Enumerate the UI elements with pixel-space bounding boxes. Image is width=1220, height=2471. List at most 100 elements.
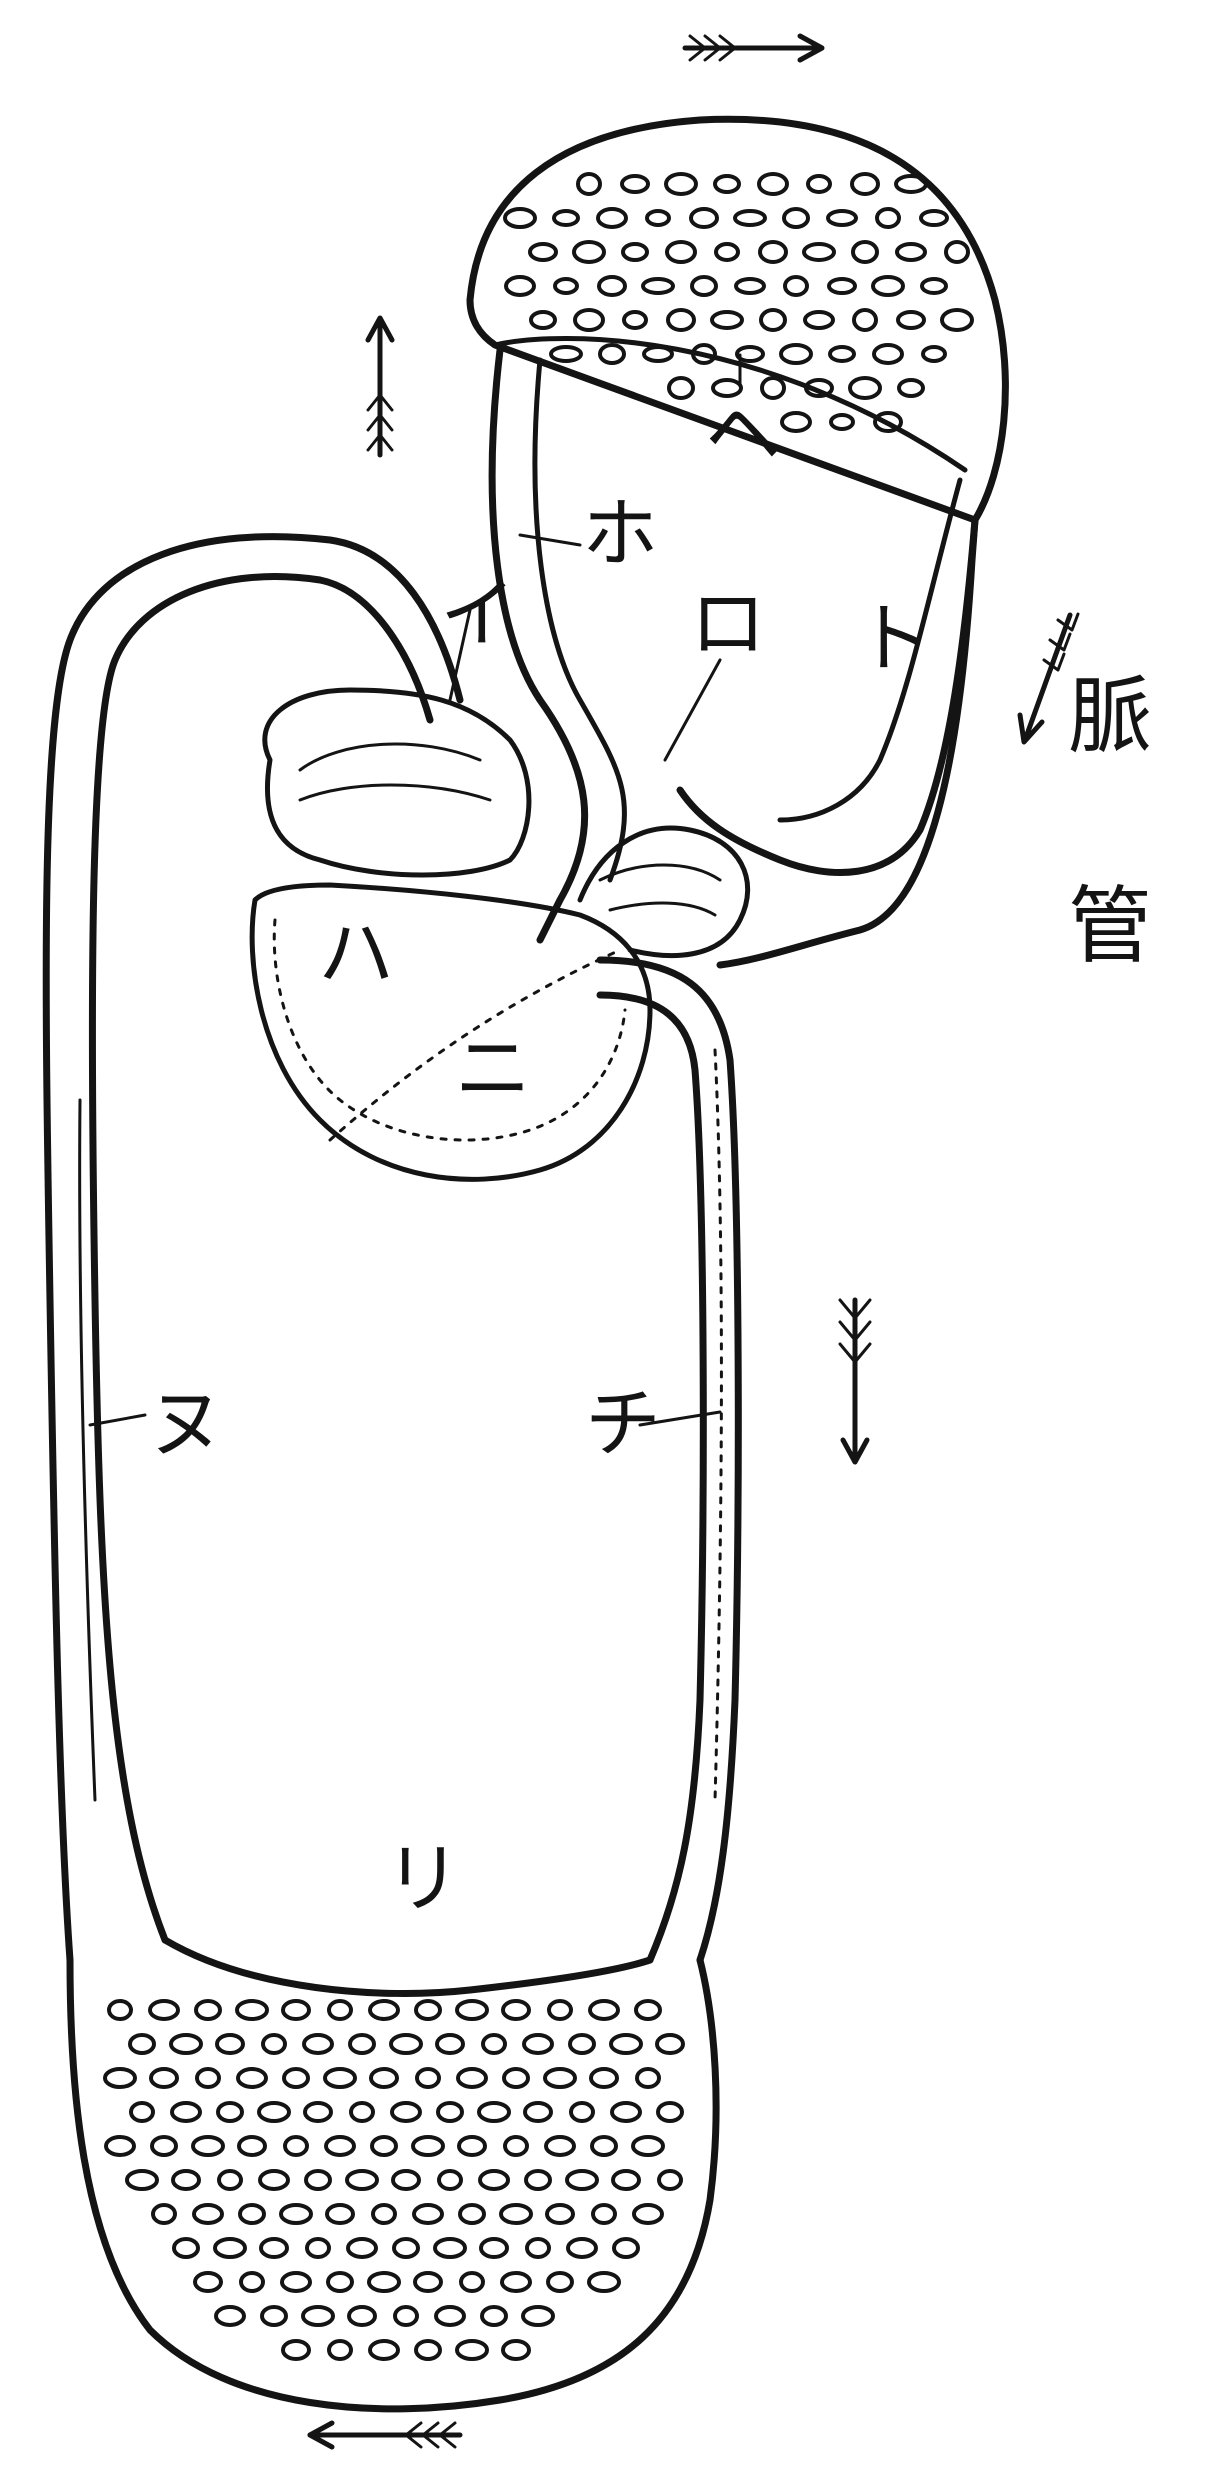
arrow-up-icon [368, 318, 392, 455]
capillary-cell [370, 2341, 398, 2359]
capillary-cell [394, 2239, 418, 2257]
capillary-cell [459, 2137, 485, 2155]
capillary-cell [877, 209, 899, 227]
capillary-cell [305, 2103, 331, 2121]
capillary-cell [804, 244, 834, 260]
lower-capillary-network [70, 1940, 716, 2409]
capillary-cell [761, 310, 785, 330]
capillary-cell [262, 2307, 286, 2325]
capillary-cell [921, 211, 947, 225]
capillary-cell [283, 2001, 309, 2019]
capillary-cell [349, 2307, 375, 2325]
capillary-cell [307, 2239, 329, 2257]
capillary-cell [372, 2137, 396, 2155]
capillary-cell [592, 2137, 616, 2155]
capillary-cell [106, 2137, 134, 2155]
capillary-cell [551, 347, 581, 361]
capillary-cell [480, 2171, 508, 2189]
label-ri: リ [385, 1834, 461, 1923]
capillary-cell [285, 2137, 307, 2155]
capillary-cell [304, 2035, 332, 2053]
capillary-cell [612, 2103, 640, 2121]
arrow-right-icon [685, 36, 822, 60]
capillary-cell [598, 209, 626, 227]
capillary-cell [350, 2035, 374, 2053]
capillary-cell [105, 2069, 135, 2087]
capillary-cell [715, 176, 739, 192]
capillary-cell [238, 2069, 266, 2087]
capillary-cell [351, 2103, 373, 2121]
capillary-cell [599, 277, 625, 295]
capillary-cell [131, 2103, 153, 2121]
capillary-cell [571, 2103, 593, 2121]
capillary-cell [479, 2103, 509, 2121]
capillary-cell [782, 413, 810, 431]
capillary-cell [439, 2171, 461, 2189]
capillary-cell [303, 2307, 333, 2325]
capillary-cell [503, 2341, 529, 2359]
capillary-cell [614, 2239, 638, 2257]
capillary-cell [643, 279, 673, 293]
capillary-cell [237, 2001, 267, 2019]
capillary-cell [922, 279, 946, 293]
capillary-cell [416, 2341, 440, 2359]
capillary-cell [736, 279, 764, 293]
capillary-cell [391, 2035, 421, 2053]
diagram-labels: イ ロ ハ ニ ホ ヘ ト チ リ ヌ [148, 389, 931, 1923]
capillary-cell [760, 242, 786, 262]
capillary-cell [613, 2171, 639, 2189]
capillary-cell [239, 2137, 265, 2155]
capillary-cell [414, 2205, 442, 2223]
capillary-cell [830, 347, 854, 361]
capillary-cell [548, 2273, 572, 2291]
label-chi: チ [585, 1379, 661, 1468]
capillary-cell [781, 345, 811, 363]
capillary-cell [692, 277, 716, 295]
capillary-cell [437, 2035, 463, 2053]
capillary-cell [263, 2035, 285, 2053]
capillary-cell [460, 2205, 484, 2223]
capillary-cell [457, 2001, 487, 2019]
capillary-cell [195, 2273, 221, 2291]
capillary-cell [215, 2239, 245, 2257]
capillary-cell [611, 2035, 641, 2053]
capillary-cell [282, 2273, 310, 2291]
capillary-cell [570, 2035, 594, 2053]
capillary-cell [261, 2239, 287, 2257]
capillary-cell [417, 2069, 439, 2087]
capillary-cell [525, 2103, 551, 2121]
capillary-cell [458, 2069, 486, 2087]
capillary-cell [306, 2171, 330, 2189]
capillary-cell [590, 2001, 618, 2019]
capillary-cell [633, 2137, 663, 2155]
capillary-cell [325, 2069, 355, 2087]
capillary-cell [657, 2035, 683, 2053]
capillary-cell [808, 176, 830, 192]
capillary-cell [659, 2171, 681, 2189]
capillary-cell [502, 2273, 530, 2291]
capillary-cell [416, 2001, 440, 2019]
capillary-cell [174, 2239, 198, 2257]
capillary-cell [483, 2035, 505, 2053]
capillary-cell [373, 2205, 395, 2223]
capillary-cell [371, 2069, 397, 2087]
capillary-cell [369, 2273, 399, 2291]
capillary-cell [526, 2171, 550, 2189]
capillary-cell [896, 176, 926, 192]
capillary-cell [530, 244, 556, 260]
label-to: ト [855, 594, 931, 683]
capillary-cell [712, 312, 742, 328]
capillary-cell [524, 2035, 552, 2053]
capillary-cell [735, 211, 765, 225]
capillary-cell [438, 2103, 462, 2121]
capillary-cell [435, 2239, 465, 2257]
capillary-cell [193, 2137, 223, 2155]
capillary-cell [574, 242, 604, 262]
capillary-cell [347, 2171, 377, 2189]
capillary-cell [555, 279, 577, 293]
label-ho: ホ [582, 489, 658, 578]
capillary-cell [785, 277, 807, 295]
capillary-cell [523, 2307, 553, 2325]
capillary-cell [647, 211, 669, 225]
